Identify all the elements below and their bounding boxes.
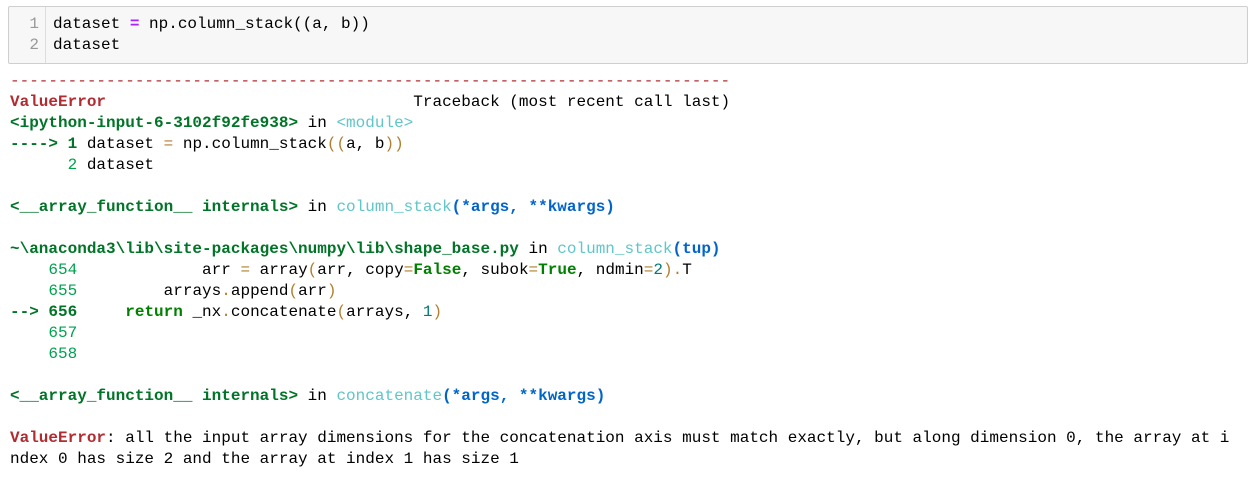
error-name: ValueError <box>10 429 107 447</box>
code-text: , ndmin <box>576 261 644 279</box>
line-number: 658 <box>10 345 78 363</box>
code-keyword: return <box>125 303 183 321</box>
frame-function: column_stack <box>557 240 673 258</box>
code-editor[interactable]: dataset = np.column_stack((a, b)) datase… <box>53 14 370 56</box>
frame-function: concatenate <box>336 387 443 405</box>
separator: ----------------------------------------… <box>10 72 731 90</box>
frame-function: <module> <box>336 114 414 132</box>
in-text: in <box>298 114 337 132</box>
line-number: 655 <box>10 282 78 300</box>
code-paren: )) <box>384 135 404 153</box>
frame-args: (*args, **kwargs) <box>451 198 615 216</box>
in-text: in <box>298 198 337 216</box>
code-text: arr, copy <box>317 261 404 279</box>
code-text: array <box>250 261 308 279</box>
code-text: np.column_stack((a, b)) <box>139 15 370 33</box>
in-text: in <box>298 387 337 405</box>
code-text: arrays <box>77 282 222 300</box>
code-operator: = <box>528 261 539 279</box>
code-line: dataset <box>53 35 370 56</box>
error-name: ValueError <box>10 93 107 111</box>
frame-args: (tup) <box>672 240 721 258</box>
code-text: , subok <box>461 261 529 279</box>
line-number: 1 <box>29 15 39 33</box>
code-text: append <box>230 282 289 300</box>
frame-file: <__array_function__ internals> <box>10 387 299 405</box>
code-text: dataset <box>77 156 155 174</box>
line-number-gutter: 1 2 <box>9 7 46 63</box>
code-paren: ( <box>288 282 299 300</box>
code-text: dataset <box>77 135 164 153</box>
code-text: dataset <box>53 36 121 54</box>
code-paren: ) <box>663 261 673 279</box>
code-operator: = <box>129 15 140 33</box>
code-paren: ) <box>326 282 337 300</box>
line-number: 2 <box>10 156 78 174</box>
code-text: concatenate <box>230 303 337 321</box>
code-text: _nx <box>182 303 222 321</box>
code-operator: = <box>240 261 251 279</box>
frame-function: column_stack <box>336 198 452 216</box>
frame-file: ~\anaconda3\lib\site-packages\numpy\lib\… <box>10 240 519 258</box>
code-operator: = <box>163 135 174 153</box>
code-operator: . <box>221 282 231 300</box>
code-text <box>77 303 125 321</box>
error-message: ndex 0 has size 2 and the array at index… <box>10 450 519 468</box>
current-line-arrow: ----> 1 <box>10 135 78 153</box>
code-paren: ) <box>432 303 443 321</box>
code-number: 2 <box>653 261 663 279</box>
code-operator: = <box>403 261 414 279</box>
traceback-header: Traceback (most recent call last) <box>106 93 731 111</box>
traceback-output: ----------------------------------------… <box>10 71 1229 470</box>
code-text: arr <box>298 282 327 300</box>
code-cell-input[interactable]: 1 2 dataset = np.column_stack((a, b)) da… <box>8 6 1248 64</box>
code-operator: = <box>643 261 654 279</box>
code-paren: ( <box>336 303 347 321</box>
code-paren: ( <box>307 261 318 279</box>
frame-file: <ipython-input-6-3102f92fe938> <box>10 114 299 132</box>
code-operator: . <box>672 261 683 279</box>
line-number: 2 <box>29 36 39 54</box>
code-text: arr <box>77 261 241 279</box>
line-number: 654 <box>10 261 78 279</box>
code-number: 1 <box>422 303 433 321</box>
code-operator: . <box>221 303 231 321</box>
code-text: dataset <box>53 15 130 33</box>
line-number: 657 <box>10 324 78 342</box>
frame-args: (*args, **kwargs) <box>442 387 606 405</box>
code-line: dataset = np.column_stack((a, b)) <box>53 14 370 35</box>
code-keyword: False <box>413 261 462 279</box>
code-keyword: True <box>538 261 577 279</box>
code-text: np.column_stack <box>173 135 327 153</box>
in-text: in <box>518 240 558 258</box>
error-message: : all the input array dimensions for the… <box>106 429 1230 447</box>
current-line-arrow: --> 656 <box>10 303 78 321</box>
code-text: T <box>682 261 692 279</box>
code-text: a, b <box>346 135 385 153</box>
code-text: arrays, <box>346 303 423 321</box>
code-paren: (( <box>326 135 347 153</box>
frame-file: <__array_function__ internals> <box>10 198 299 216</box>
